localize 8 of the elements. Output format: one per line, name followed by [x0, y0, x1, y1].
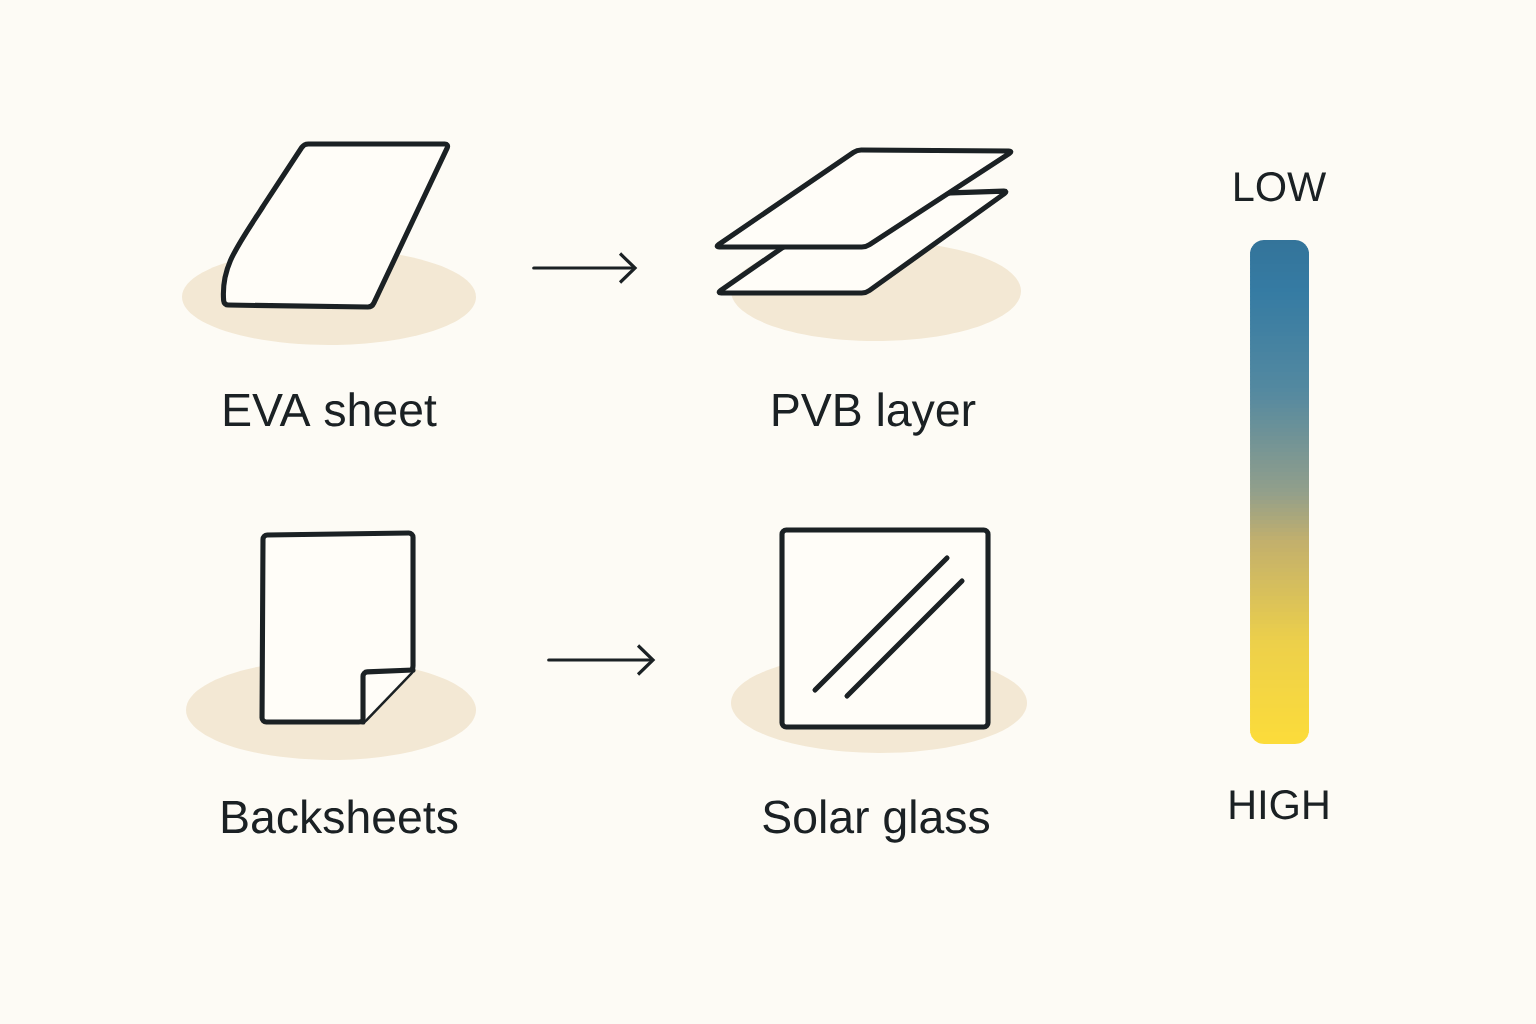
scale-label: HIGH — [1230, 790, 1328, 820]
scale-label: LOW — [1235, 172, 1327, 202]
item-label: Backsheets — [222, 799, 458, 834]
item-label: Solar glass — [763, 799, 990, 843]
arrow — [547, 644, 656, 676]
arrow — [532, 252, 638, 284]
item-label: PVB layer — [773, 392, 976, 436]
item-label: EVA sheet — [224, 392, 437, 427]
